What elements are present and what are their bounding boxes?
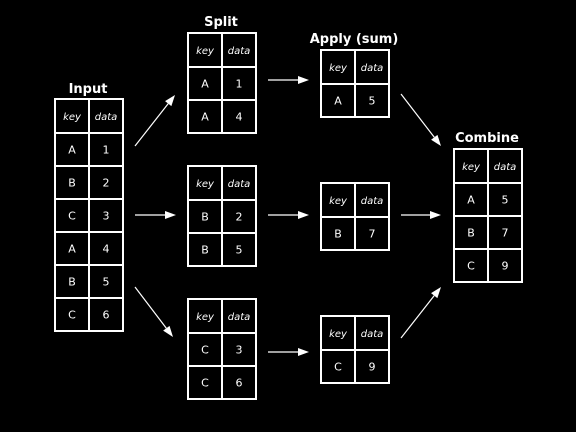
column-header-data: data <box>228 46 251 57</box>
data-cell: 9 <box>369 361 376 374</box>
input-title: Input <box>69 82 108 97</box>
data-cell: 3 <box>236 344 243 357</box>
arrow-apply-to-combine-2 <box>401 211 441 219</box>
data-cell: 7 <box>369 228 376 241</box>
column-header-data: data <box>361 196 384 207</box>
arrows-layer <box>134 76 441 356</box>
arrow-input-to-split-2 <box>135 211 176 219</box>
column-header-key: key <box>329 63 348 74</box>
data-cell: 5 <box>236 244 243 257</box>
key-cell: B <box>201 244 209 257</box>
data-cell: 3 <box>103 210 110 223</box>
key-cell: B <box>201 211 209 224</box>
key-cell: C <box>467 260 475 273</box>
arrow-apply-to-combine-3 <box>400 287 441 339</box>
data-cell: 4 <box>103 243 110 256</box>
data-cell: 2 <box>236 211 243 224</box>
combine-title: Combine <box>455 131 519 146</box>
data-cell: 9 <box>502 260 509 273</box>
data-cell: 6 <box>236 377 243 390</box>
key-cell: A <box>68 243 76 256</box>
key-cell: C <box>68 309 76 322</box>
arrow-input-to-split-3 <box>134 286 173 337</box>
key-cell: A <box>467 194 475 207</box>
arrow-apply-to-combine-1 <box>400 93 441 146</box>
data-cell: 1 <box>236 78 243 91</box>
key-cell: A <box>201 111 209 124</box>
key-cell: A <box>334 95 342 108</box>
arrow-split-to-apply-2 <box>268 211 309 219</box>
key-cell: A <box>68 144 76 157</box>
column-header-key: key <box>196 179 215 190</box>
key-cell: C <box>201 344 209 357</box>
data-cell: 7 <box>502 227 509 240</box>
key-cell: C <box>334 361 342 374</box>
arrow-split-to-apply-1 <box>268 76 309 84</box>
column-header-data: data <box>361 329 384 340</box>
data-cell: 2 <box>103 177 110 190</box>
split-title: Split <box>204 15 238 30</box>
column-header-data: data <box>494 162 517 173</box>
column-header-data: data <box>228 179 251 190</box>
column-header-key: key <box>196 312 215 323</box>
column-header-data: data <box>95 112 118 123</box>
column-header-key: key <box>329 329 348 340</box>
data-cell: 5 <box>103 276 110 289</box>
apply-title: Apply (sum) <box>310 32 399 47</box>
data-cell: 5 <box>502 194 509 207</box>
data-cell: 6 <box>103 309 110 322</box>
data-cell: 5 <box>369 95 376 108</box>
column-header-key: key <box>196 46 215 57</box>
key-cell: A <box>201 78 209 91</box>
key-cell: B <box>68 177 76 190</box>
key-cell: C <box>68 210 76 223</box>
column-header-key: key <box>329 196 348 207</box>
data-cell: 4 <box>236 111 243 124</box>
column-header-key: key <box>462 162 481 173</box>
arrow-input-to-split-1 <box>134 95 175 147</box>
key-cell: B <box>68 276 76 289</box>
key-cell: C <box>201 377 209 390</box>
arrow-split-to-apply-3 <box>268 348 309 356</box>
column-header-key: key <box>63 112 82 123</box>
data-cell: 1 <box>103 144 110 157</box>
column-header-data: data <box>361 63 384 74</box>
column-header-data: data <box>228 312 251 323</box>
key-cell: B <box>467 227 475 240</box>
key-cell: B <box>334 228 342 241</box>
